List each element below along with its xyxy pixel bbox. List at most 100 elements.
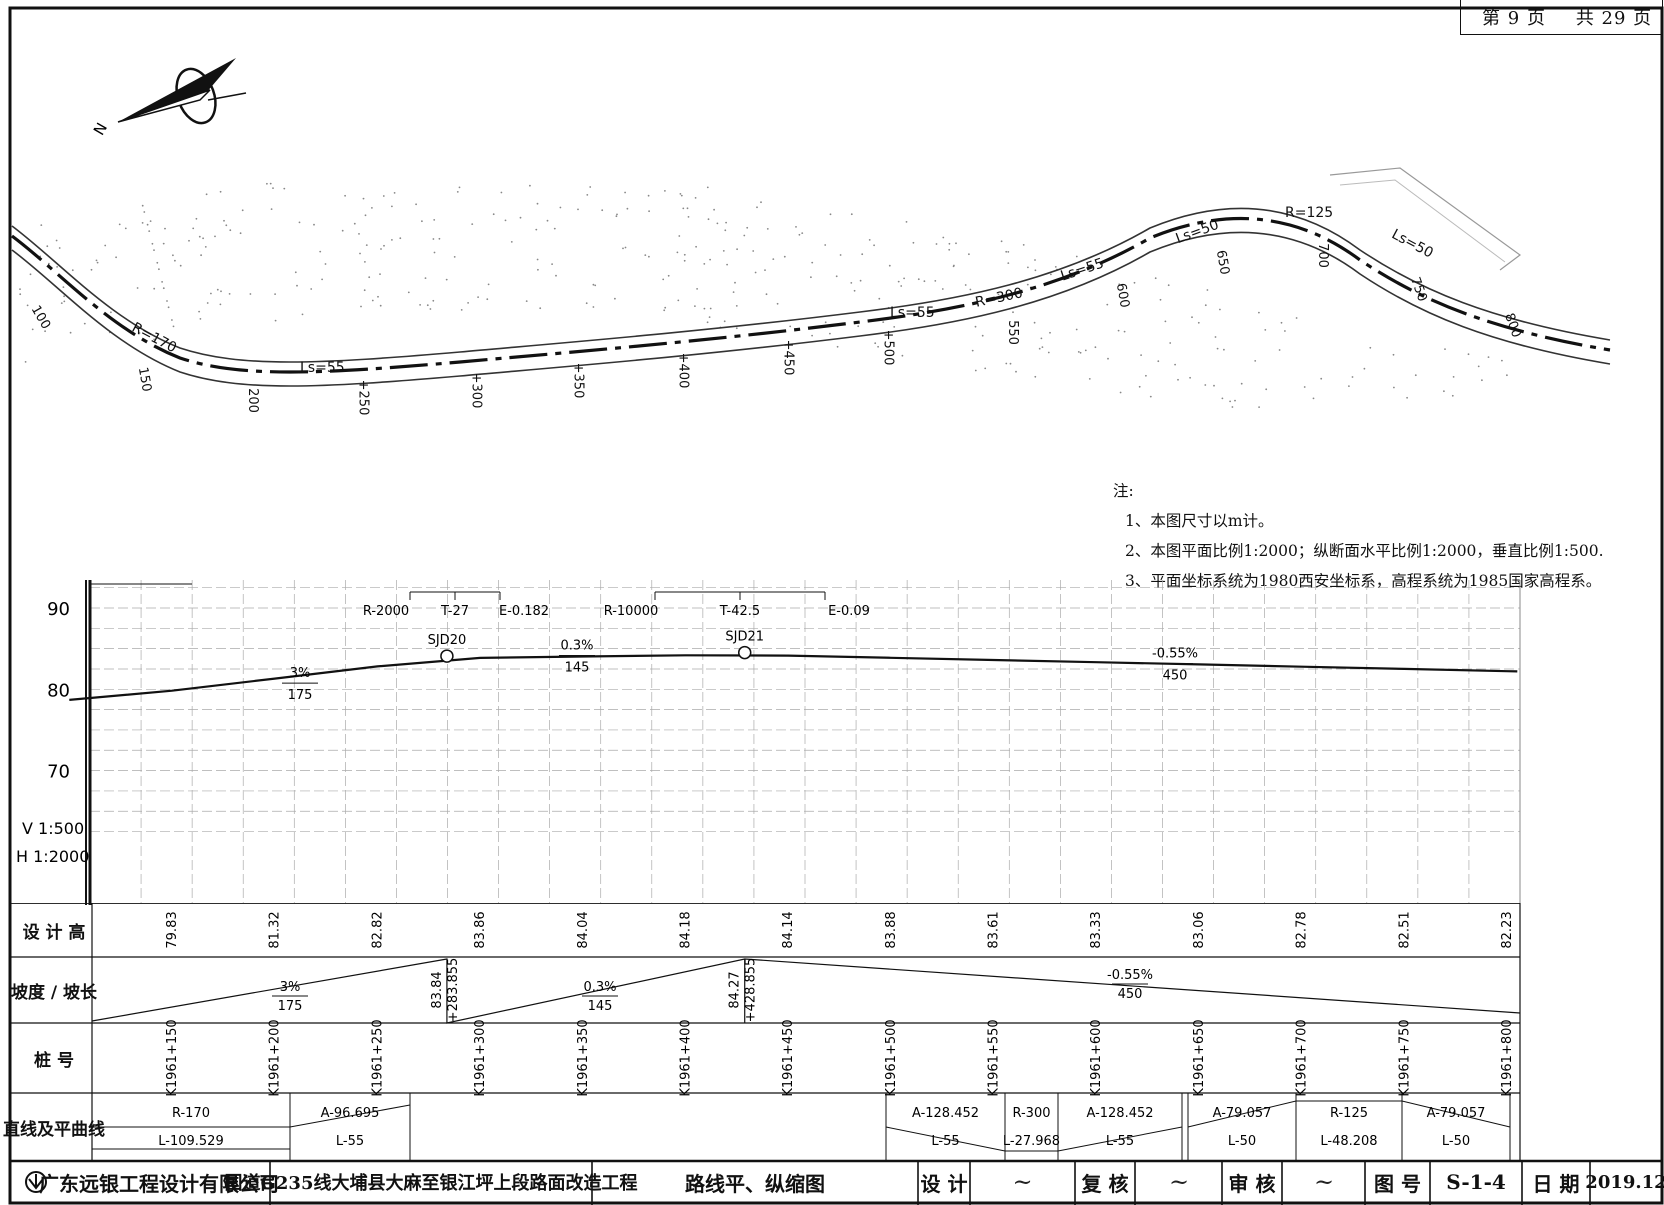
alignment-cell: L-27.968 bbox=[1003, 1134, 1060, 1149]
station-cell: K1961+350 bbox=[576, 1019, 591, 1096]
designer-signature: ~ bbox=[1012, 1168, 1033, 1196]
design-height-cell: 82.23 bbox=[1500, 911, 1515, 948]
y-tick-label: 80 bbox=[47, 680, 70, 701]
note-item: 3、平面坐标系统为1980西安坐标系，高程系统为1985国家高程系。 bbox=[1125, 572, 1602, 590]
approver-signature: ~ bbox=[1313, 1168, 1335, 1196]
station-cell: K1961+600 bbox=[1089, 1019, 1104, 1096]
grade-cell: 3% bbox=[280, 980, 301, 995]
grade-label: 3% bbox=[290, 666, 311, 681]
curve-label: Ls=55 bbox=[1058, 255, 1107, 285]
note-item: 1、本图尺寸以m计。 bbox=[1125, 512, 1274, 530]
station-label: 700 bbox=[1314, 243, 1330, 268]
design-height-cell: 83.86 bbox=[473, 911, 488, 948]
row-label-station: 桩 号 bbox=[34, 1050, 74, 1071]
station-cell: K1961+250 bbox=[370, 1019, 385, 1096]
vcurve-tangent: T-42.5 bbox=[719, 604, 760, 619]
alignment-cell: R-170 bbox=[172, 1106, 210, 1121]
plan-view bbox=[11, 167, 1611, 408]
grade-length-cell: 175 bbox=[278, 999, 303, 1014]
grade-length-cell: 450 bbox=[1118, 987, 1143, 1002]
station-cell: K1961+550 bbox=[987, 1019, 1002, 1096]
station-cell: K1961+500 bbox=[884, 1019, 899, 1096]
reviewer-signature: ~ bbox=[1168, 1168, 1190, 1196]
design-height-cell: 82.82 bbox=[370, 911, 385, 948]
svg-text:R-5500: R-5500 bbox=[43, 580, 89, 581]
station-label: +350 bbox=[570, 362, 586, 399]
curve-label: Ls=50 bbox=[1388, 226, 1436, 262]
vcurve-external: E-0.09 bbox=[828, 604, 870, 619]
pvi-elevation-cell: 84.27 bbox=[728, 971, 743, 1008]
horizontal-scale-label: H 1:2000 bbox=[16, 847, 89, 866]
pvi-station-cell: +283.855 bbox=[446, 958, 461, 1023]
station-label: 650 bbox=[1212, 248, 1232, 277]
grade-length-cell: 145 bbox=[588, 999, 613, 1014]
grade-label: 0.3% bbox=[560, 639, 593, 654]
station-cell: K1961+450 bbox=[781, 1019, 796, 1096]
curve-label: R=300 bbox=[973, 285, 1025, 311]
pvi-point bbox=[737, 645, 752, 660]
total-pages-text: 共 29 页 bbox=[1575, 8, 1653, 29]
note-item: 2、本图平面比例1:2000；纵断面水平比例1:2000，垂直比例1:500. bbox=[1125, 542, 1604, 560]
alignment-cell: A-79.057 bbox=[1213, 1106, 1272, 1121]
pvi-elevation-cell: 83.84 bbox=[430, 971, 445, 1008]
table-lines bbox=[10, 903, 1521, 1161]
alignment-cell: A-128.452 bbox=[912, 1106, 979, 1121]
curve-label: Ls=55 bbox=[890, 305, 935, 321]
alignment-cell: A-128.452 bbox=[1086, 1106, 1153, 1121]
alignment-cell: L-48.208 bbox=[1320, 1134, 1377, 1149]
review-label: 复 核 bbox=[1081, 1171, 1129, 1196]
drawing-title: 路线平、纵缩图 bbox=[685, 1171, 825, 1196]
row-label-alignment: 直线及平曲线 bbox=[3, 1119, 105, 1140]
design-height-cell: 84.04 bbox=[576, 911, 591, 948]
station-cell: K1961+300 bbox=[473, 1019, 488, 1096]
alignment-cell: A-79.057 bbox=[1427, 1106, 1486, 1121]
alignment-cell: L-50 bbox=[1228, 1134, 1256, 1149]
title-block-lines bbox=[10, 1159, 1662, 1205]
curve-label: R=125 bbox=[1285, 205, 1334, 221]
page-number: 第 9 页 bbox=[1460, 0, 1568, 35]
station-cell: K1961+650 bbox=[1192, 1019, 1207, 1096]
design-height-cell: 79.83 bbox=[165, 911, 180, 948]
grade-cell: -0.55% bbox=[1107, 968, 1153, 983]
terrain-dots bbox=[19, 182, 1508, 408]
compass-icon: N bbox=[90, 58, 247, 138]
alignment-cell: L-109.529 bbox=[158, 1134, 223, 1149]
total-pages: 共 29 页 bbox=[1566, 0, 1663, 35]
curve-label: R=170 bbox=[129, 319, 180, 357]
station-label: 100 bbox=[27, 302, 54, 333]
station-label: +300 bbox=[468, 372, 484, 409]
row-label-design-height: 设 计 高 bbox=[22, 922, 86, 943]
station-label: 600 bbox=[1112, 281, 1132, 310]
grade-length-label: 175 bbox=[288, 688, 313, 703]
page-number-text: 第 9 页 bbox=[1482, 8, 1546, 29]
station-label: +400 bbox=[675, 352, 691, 389]
vertical-curve-labels: R-5500R-2000T-27E-0.182R-10000T-42.5E-0.… bbox=[43, 580, 870, 619]
station-label: 550 bbox=[1004, 320, 1020, 345]
profile-grid bbox=[89, 580, 1521, 903]
design-height-cell: 82.51 bbox=[1397, 911, 1412, 948]
station-cell: K1961+200 bbox=[268, 1019, 283, 1096]
grade-length-label: 145 bbox=[565, 661, 590, 676]
vcurve-tangent: T-27 bbox=[440, 604, 469, 619]
pvi-station-cell: +428.855 bbox=[744, 958, 759, 1023]
date-label: 日 期 bbox=[1532, 1171, 1580, 1196]
plan-labels: R=170 Ls=55 Ls=55 R=300 Ls=55 Ls=50 R=12… bbox=[0, 0, 1664, 440]
road-centerline bbox=[11, 216, 1611, 374]
grade-label: -0.55% bbox=[1152, 647, 1198, 662]
drawing-no: S-1-4 bbox=[1446, 1170, 1506, 1194]
profile-line bbox=[69, 654, 1518, 701]
alignment-cell: L-55 bbox=[931, 1134, 959, 1149]
company-name: 广东远银工程设计有限公司 bbox=[39, 1171, 279, 1196]
approve-label: 审 核 bbox=[1228, 1171, 1276, 1196]
alignment-cell: L-55 bbox=[336, 1134, 364, 1149]
design-height-cell: 84.14 bbox=[781, 911, 796, 948]
station-label: 800 bbox=[1501, 311, 1524, 340]
station-cell: K1961+150 bbox=[165, 1019, 180, 1096]
station-cell: K1961+700 bbox=[1295, 1019, 1310, 1096]
station-cell: K1961+750 bbox=[1397, 1019, 1412, 1096]
